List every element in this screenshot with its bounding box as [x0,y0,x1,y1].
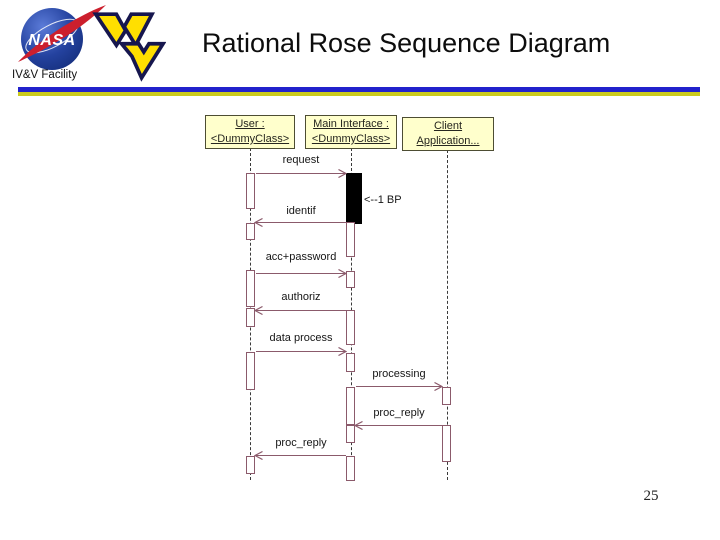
object-label: Client [433,120,463,132]
message-line [255,222,346,223]
arrowhead-right-icon [338,269,347,278]
message-label: identif [286,205,316,217]
message-line [256,173,346,174]
object-label: User : [235,118,265,130]
activation-bar [346,310,355,345]
wv-w-shape [92,12,155,49]
message-label: request [282,154,320,166]
activation-bar [346,353,355,372]
message-line [255,310,346,311]
activation-bar [442,387,451,405]
message-arrow-authoriz [254,306,346,315]
page-number: 25 [643,488,659,504]
message-arrow-proc-reply-1 [354,421,442,430]
message-line [255,455,346,456]
annotation-1bp: <--1 BP [364,194,402,206]
activation-bar [246,173,255,209]
activation-bar [346,425,355,443]
object-label: Main Interface : [313,118,389,130]
message-line [256,273,346,274]
object-label: <DummyClass> [210,133,290,145]
message-arrow-proc-reply-2 [254,451,346,460]
nasa-logo: NASA [18,5,106,70]
message-label: authoriz [281,291,321,303]
object-label: Application... [416,135,480,147]
activation-bar [246,456,255,474]
arrowhead-right-icon [338,347,347,356]
message-arrow-request [256,169,347,178]
message-label: acc+password [265,251,337,263]
message-arrow-acc-password [256,269,347,278]
object-label: <DummyClass> [311,133,391,145]
arrowhead-left-icon [354,421,363,430]
slide-title: Rational Rose Sequence Diagram [202,28,611,58]
activation-bar [346,456,355,481]
separator-bar-yellow [18,92,700,96]
activation-bar [442,425,451,462]
activation-bar [246,352,255,390]
separator-bar-blue [18,87,700,92]
activation-bar [246,308,255,327]
message-label: processing [372,368,426,380]
arrowhead-left-icon [254,218,263,227]
object-box-user: User : <DummyClass> [205,115,295,149]
nasa-logo-text: NASA [28,32,75,49]
wvu-flying-wv-logo [92,12,166,82]
nasa-caption-label: IV&V Facility [12,69,78,81]
message-arrow-identif [254,218,346,227]
message-line [355,425,442,426]
activation-bar [246,270,255,307]
arrowhead-left-icon [254,451,263,460]
lifeline-client-application [447,150,448,480]
message-line [256,351,346,352]
object-box-main-interface: Main Interface : <DummyClass> [305,115,397,149]
message-label: proc_reply [373,407,425,419]
message-arrow-processing [356,382,443,391]
message-line [356,386,442,387]
message-arrow-data-process [256,347,347,356]
message-label: data process [269,332,333,344]
activation-bar [346,387,355,425]
arrowhead-right-icon [338,169,347,178]
nasa-swoosh [18,5,106,62]
message-label: proc_reply [275,437,327,449]
activation-bar [346,271,355,288]
object-box-client-application: Client Application... [402,117,494,151]
activation-bar [246,223,255,240]
arrowhead-right-icon [434,382,443,391]
activation-bar [346,222,355,257]
arrowhead-left-icon [254,306,263,315]
wv-v-shape [117,41,166,82]
